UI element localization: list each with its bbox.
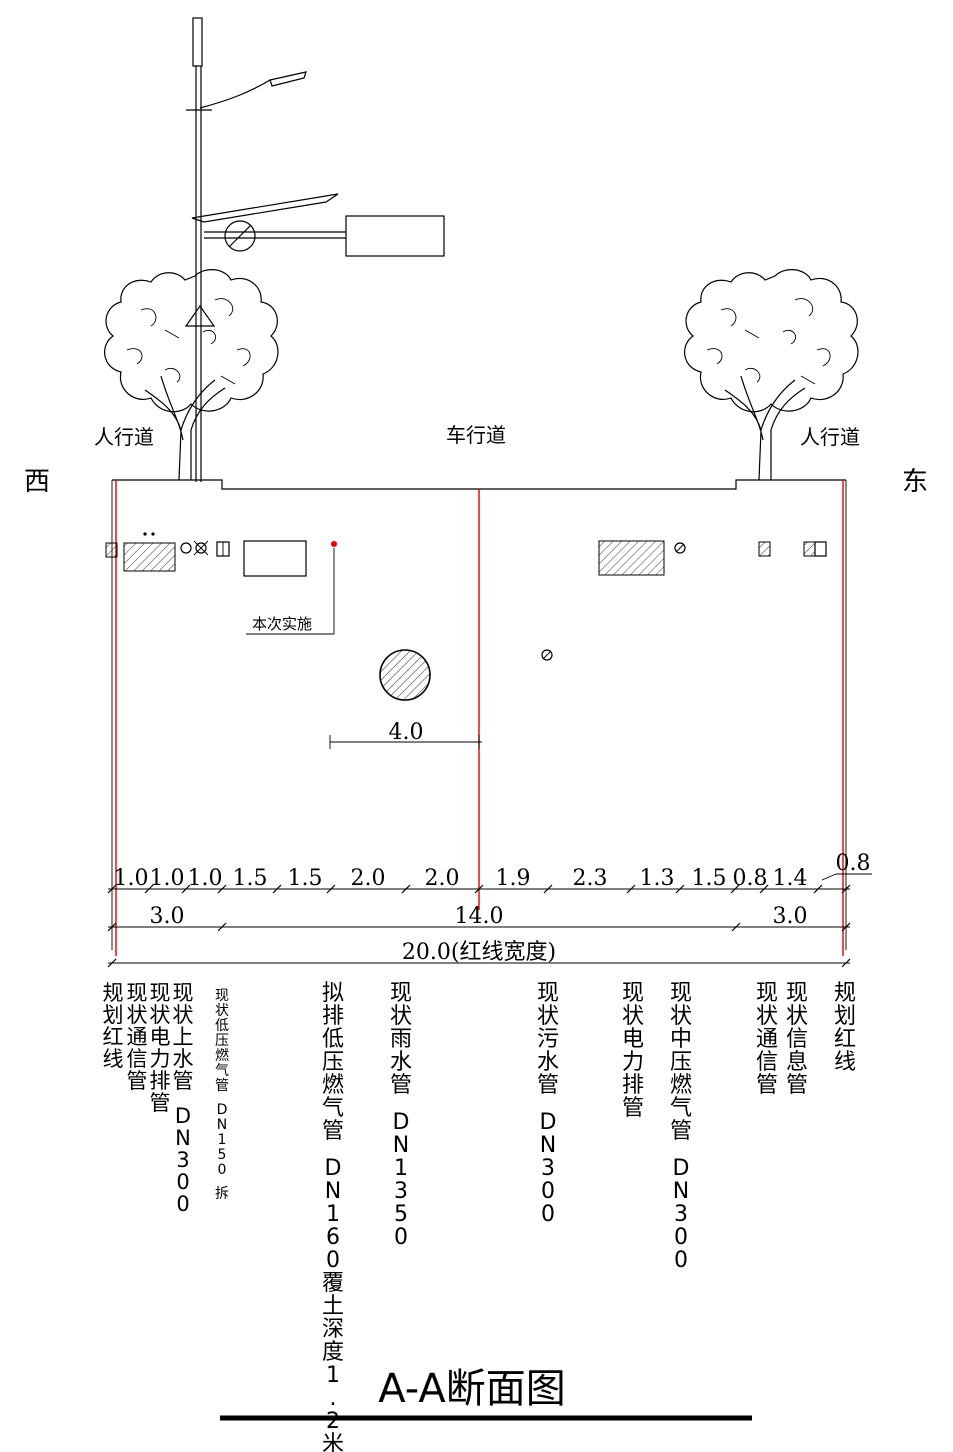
- dimension-tick: [217, 922, 227, 932]
- dim-segment-1: 1.0: [114, 866, 149, 891]
- dimension-tick: [759, 884, 769, 894]
- dimension-tick: [730, 884, 740, 894]
- dimension-tick: [326, 884, 336, 894]
- dimension-tick: [474, 884, 484, 894]
- storm-pipe-dn1350: [379, 649, 431, 701]
- pipe-label: 现状电力排管: [622, 981, 644, 1121]
- pipe-label: 现状通信管: [127, 981, 148, 1093]
- dim-zone-road: 14.0: [455, 904, 504, 929]
- dimension-tick: [181, 884, 191, 894]
- dimension-tick: [144, 884, 154, 894]
- pipe-label: 现状信息管: [786, 981, 808, 1098]
- dim-segment-8: 1.9: [496, 866, 531, 891]
- dim-segment-14: 0.8: [836, 851, 871, 876]
- direction-west: 西: [24, 467, 50, 497]
- dim-segment-13: 1.4: [773, 866, 808, 891]
- dimension-tick: [731, 922, 741, 932]
- dim-total: 20.0(红线宽度): [402, 940, 556, 965]
- dim-zone-west: 3.0: [150, 904, 185, 929]
- pipe-label: 规划红线: [834, 981, 856, 1075]
- direction-east: 东: [902, 467, 928, 497]
- callout-label: 本次实施: [252, 615, 312, 633]
- dimension-tick: [107, 922, 117, 932]
- dim-segment-9: 2.3: [573, 866, 608, 891]
- dimension-chains: 1.0 1.0 1.0 1.5 1.5 2.0 2.0 1.9 2.3 1.3 …: [107, 851, 872, 968]
- pipes-west: [105, 532, 431, 701]
- dim-zone-east: 3.0: [773, 904, 808, 929]
- dim-segment-2: 1.0: [150, 866, 185, 891]
- label-carriageway: 车行道: [446, 423, 506, 447]
- dimension-tick: [272, 884, 282, 894]
- pipe-label: 规划红线: [103, 981, 124, 1071]
- offset-dimension-text: 4.0: [389, 720, 424, 745]
- drawing-title: A-A断面图: [378, 1366, 565, 1412]
- callout: 本次实施: [246, 548, 335, 635]
- dimension-tick: [813, 884, 823, 894]
- dimension-tick: [841, 922, 851, 932]
- dimension-tick: [217, 884, 227, 894]
- dimension-tick: [841, 884, 851, 894]
- dim-segment-3: 1.0: [188, 866, 223, 891]
- dimension-tick: [107, 958, 117, 968]
- dimension-tick: [543, 884, 553, 894]
- dim-segment-6: 2.0: [351, 866, 386, 891]
- dimension-tick: [626, 884, 636, 894]
- dimension-tick: [401, 884, 411, 894]
- dimension-tick: [107, 884, 117, 894]
- dimension-tick: [675, 884, 685, 894]
- street-lamp-pole: [184, 17, 445, 482]
- dim-segment-4: 1.5: [233, 866, 268, 891]
- dim-segment-11: 1.5: [692, 866, 727, 891]
- dim-segment-5: 1.5: [288, 866, 323, 891]
- dim-segment-12: 0.8: [733, 866, 768, 891]
- pipe-label: 现状通信管: [756, 981, 778, 1098]
- pipes-east: [541, 540, 827, 661]
- pipe-label: 现状电力排管: [150, 981, 171, 1115]
- dim-segment-7: 2.0: [425, 866, 460, 891]
- no-entry-sign-icon: [224, 220, 256, 252]
- label-sidewalk-west: 人行道: [94, 425, 154, 449]
- offset-dimension: 4.0: [329, 720, 482, 749]
- road-surface-profile: [112, 479, 846, 490]
- dimension-tick: [841, 958, 851, 968]
- label-sidewalk-east: 人行道: [800, 425, 860, 449]
- proposed-gas-pipe-marker: [331, 541, 337, 547]
- dim-segment-10: 1.3: [640, 866, 675, 891]
